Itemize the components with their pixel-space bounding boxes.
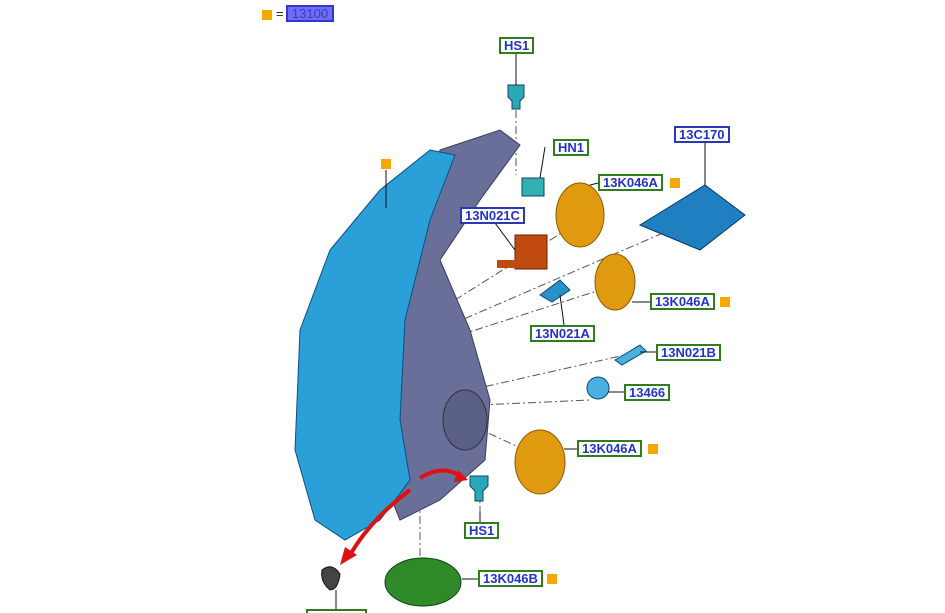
callout-hs1-top[interactable]: HS1	[499, 37, 535, 54]
callout-13k046a[interactable]: 13K046A	[598, 174, 663, 191]
marker-headlamp-icon	[381, 159, 391, 169]
bulb-13n021c	[514, 234, 548, 270]
legend-marker-icon	[262, 10, 272, 20]
callout-13c170[interactable]: 13C170	[674, 126, 730, 143]
screw-bottom	[469, 475, 489, 502]
callout-13k046b[interactable]: 13K046B	[478, 570, 543, 587]
cap-2	[594, 253, 636, 311]
marker-icon	[720, 297, 730, 307]
callout-13466[interactable]: 13466	[624, 384, 671, 401]
cap-3	[514, 429, 566, 495]
callout-cut-off[interactable]	[306, 609, 367, 613]
screw-top	[507, 84, 525, 110]
marker-icon	[547, 574, 557, 584]
legend-equals: =	[276, 6, 284, 21]
control-module	[638, 184, 746, 251]
callout-13n021c[interactable]: 13N021C	[460, 207, 525, 224]
hn1-nut	[521, 177, 545, 197]
callout-13n021b[interactable]: 13N021B	[656, 344, 721, 361]
callout-hs1-bottom[interactable]: HS1	[464, 522, 500, 539]
lens-housing	[294, 149, 456, 541]
cap-1	[555, 182, 605, 248]
bulb-13n021b	[614, 344, 647, 366]
callout-13k046a[interactable]: 13K046A	[650, 293, 715, 310]
marker-icon	[648, 444, 658, 454]
seal-13k046b	[384, 557, 462, 607]
connector-part	[321, 566, 341, 591]
callout-13k046a[interactable]: 13K046A	[577, 440, 642, 457]
callout-hn1[interactable]: HN1	[553, 139, 590, 156]
callout-13n021a[interactable]: 13N021A	[530, 325, 595, 342]
legend-code[interactable]: 13100	[286, 5, 334, 22]
bulb-13466	[586, 376, 610, 400]
marker-icon	[670, 178, 680, 188]
bulb-13n021a	[539, 279, 571, 303]
